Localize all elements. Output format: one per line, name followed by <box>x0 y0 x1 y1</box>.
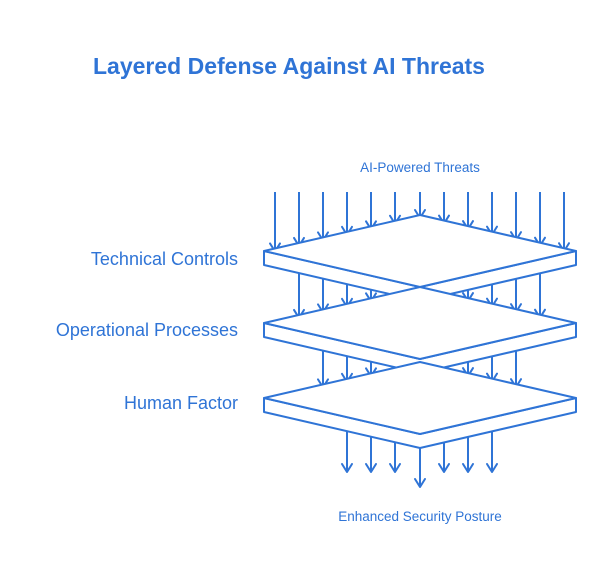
threat-arrow <box>293 272 305 319</box>
threat-arrow <box>365 192 377 231</box>
input-label: AI-Powered Threats <box>360 160 480 175</box>
threat-arrow <box>293 192 305 247</box>
layer-operational-processes: Operational Processes <box>56 286 577 374</box>
output-label: Enhanced Security Posture <box>338 509 502 524</box>
layer-1-label: Technical Controls <box>91 249 238 269</box>
threat-arrow <box>486 430 498 473</box>
threat-arrow <box>317 192 329 242</box>
arrow-head-icon <box>341 463 353 473</box>
threat-arrow <box>269 192 281 253</box>
threat-arrow <box>462 435 474 473</box>
layer-3-label: Human Factor <box>124 393 238 413</box>
threat-arrow <box>534 192 546 247</box>
layer-1-plate-top <box>263 214 577 288</box>
arrow-head-icon <box>389 463 401 473</box>
arrow-head-icon <box>365 463 377 473</box>
threat-arrow <box>438 441 450 473</box>
threat-arrow <box>462 192 474 231</box>
layer-technical-controls: Technical Controls <box>91 214 577 302</box>
arrow-head-icon <box>414 478 426 488</box>
layer-2-label: Operational Processes <box>56 320 238 340</box>
arrow-head-icon <box>438 463 450 473</box>
threat-arrow <box>486 192 498 236</box>
arrow-head-icon <box>486 463 498 473</box>
layer-3-plate-top <box>263 361 577 435</box>
threat-arrow <box>365 435 377 473</box>
threat-arrow <box>341 192 353 236</box>
threat-arrow <box>317 349 329 389</box>
layer-human-factor: Human Factor <box>124 361 577 449</box>
threat-arrow <box>341 430 353 473</box>
threat-arrow <box>558 192 570 253</box>
threat-arrow <box>389 441 401 473</box>
threat-arrow <box>414 447 426 488</box>
arrow-head-icon <box>462 463 474 473</box>
threat-arrow <box>534 272 546 319</box>
threat-arrow <box>510 277 522 314</box>
threat-arrow <box>510 192 522 242</box>
threat-arrow <box>317 277 329 314</box>
diagram-title: Layered Defense Against AI Threats <box>93 53 485 79</box>
threat-arrow <box>510 349 522 389</box>
layer-2-plate-top <box>263 286 577 360</box>
